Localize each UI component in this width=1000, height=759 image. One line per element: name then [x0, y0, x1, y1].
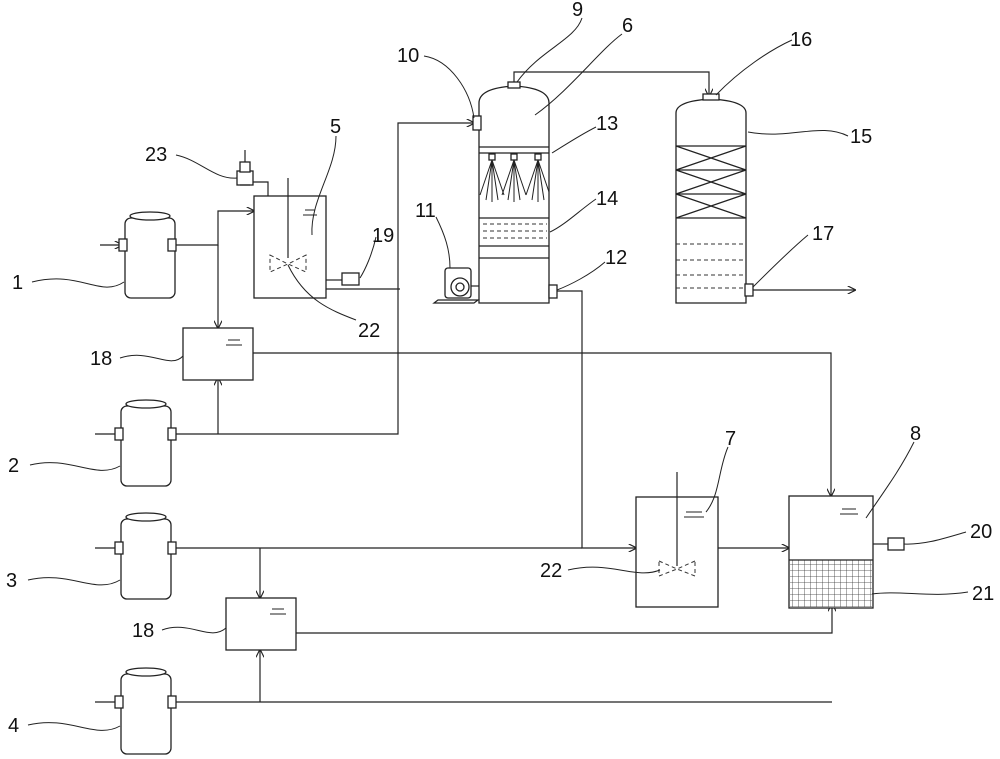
metering-tank-18a	[182, 327, 254, 381]
label-6: 6	[622, 15, 633, 37]
stirrer-22-b	[658, 560, 696, 577]
label-11: 11	[415, 200, 436, 222]
storage-tank-4	[114, 667, 177, 755]
label-16: 16	[790, 29, 812, 51]
label-22a: 22	[358, 320, 380, 342]
label-1: 1	[12, 272, 23, 294]
storage-tank-3	[114, 512, 177, 600]
label-22b: 22	[540, 560, 562, 582]
label-5: 5	[330, 116, 341, 138]
leader-lines	[27, 17, 969, 731]
blower-11	[432, 267, 480, 304]
storage-tank-2	[114, 399, 177, 487]
label-20: 20	[970, 521, 992, 543]
sensor-20	[887, 537, 905, 551]
label-13: 13	[596, 113, 618, 135]
vessel-8	[788, 495, 905, 609]
label-15: 15	[850, 126, 872, 148]
label-2: 2	[8, 455, 19, 477]
label-23: 23	[145, 144, 167, 166]
spray-nozzles-13	[479, 153, 550, 202]
label-21: 21	[972, 583, 994, 605]
sensor-19	[341, 272, 360, 286]
filter-layer-21	[790, 560, 872, 607]
number-labels: 1 2 3 4 5 6 7 8 9 10 11 12 13 14 15 16 1…	[6, 0, 994, 737]
metering-tank-18b	[225, 597, 297, 651]
label-8: 8	[910, 423, 921, 445]
stirrer-22-a	[269, 254, 307, 273]
label-3: 3	[6, 570, 17, 592]
label-18a: 18	[90, 348, 112, 370]
storage-tank-1	[118, 211, 177, 299]
piping	[95, 71, 855, 703]
reactor-7	[635, 472, 719, 608]
treatment-tower-15	[675, 93, 754, 304]
label-12: 12	[605, 247, 627, 269]
label-17: 17	[812, 223, 834, 245]
absorption-column-6	[472, 81, 558, 304]
label-4: 4	[8, 715, 19, 737]
label-14: 14	[596, 188, 618, 210]
dosing-device-23	[236, 150, 254, 186]
label-19: 19	[372, 225, 394, 247]
packing-layer-14	[479, 217, 549, 247]
label-18b: 18	[132, 620, 154, 642]
label-10: 10	[397, 45, 419, 67]
label-7: 7	[725, 428, 736, 450]
reactor-5	[253, 178, 360, 299]
label-9: 9	[572, 0, 583, 21]
